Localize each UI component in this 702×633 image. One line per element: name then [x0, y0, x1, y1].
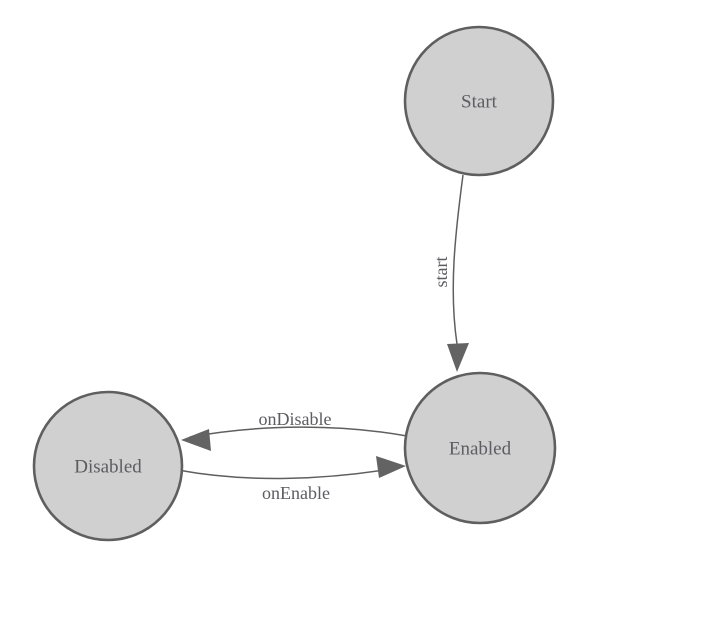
node-start-circle[interactable]: [403, 25, 555, 177]
node-disabled-circle[interactable]: [32, 390, 184, 542]
node-enabled-label: Enabled: [449, 439, 512, 460]
edge-label-onenable: onEnable: [262, 483, 330, 503]
node-enabled[interactable]: Enabled: [403, 371, 557, 525]
edge-label-ondisable: onDisable: [259, 409, 332, 429]
node-start[interactable]: Start: [403, 25, 555, 177]
arrowhead-disabled-to-enabled-icon: [376, 456, 406, 478]
edge-label-start: start: [431, 257, 451, 288]
edge-path-enabled-to-disabled: [189, 426, 408, 438]
node-disabled-label: Disabled: [74, 457, 142, 478]
edge-path-start-to-enabled: [452, 174, 464, 345]
arrowhead-enabled-to-disabled-icon: [181, 429, 211, 451]
node-enabled-circle[interactable]: [403, 371, 557, 525]
edge-enabled-to-disabled[interactable]: onDisable: [181, 409, 408, 451]
arrowhead-start-to-enabled-icon: [447, 343, 469, 372]
node-disabled[interactable]: Disabled: [32, 390, 184, 542]
edge-disabled-to-enabled[interactable]: onEnable: [177, 456, 406, 503]
node-start-label: Start: [461, 92, 498, 113]
edge-path-disabled-to-enabled: [177, 467, 398, 480]
edge-start-to-enabled[interactable]: start: [431, 174, 469, 372]
